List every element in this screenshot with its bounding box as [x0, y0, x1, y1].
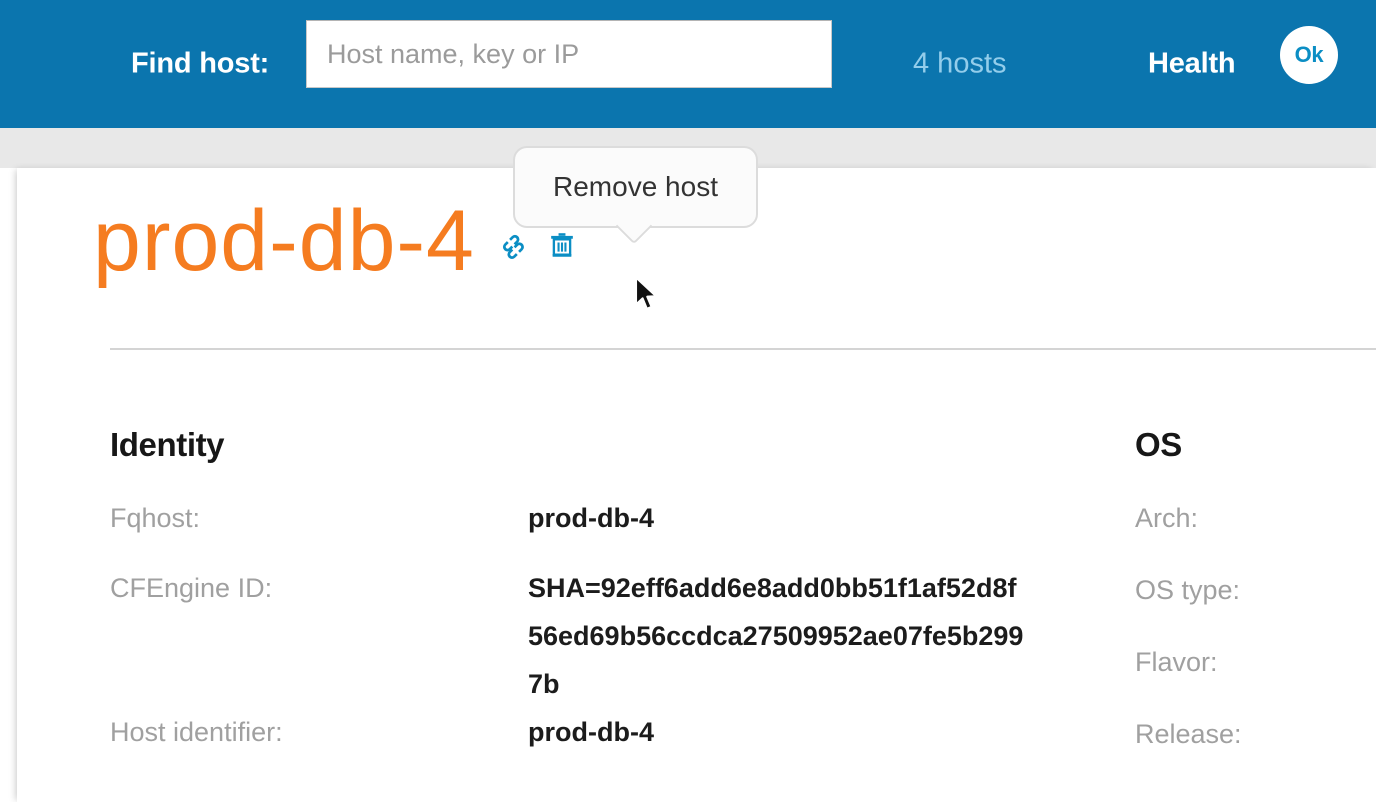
detail-label: CFEngine ID:: [110, 573, 273, 603]
detail-row: Fqhost: prod-db-4: [110, 494, 1110, 542]
os-heading: OS: [1135, 426, 1182, 463]
detail-row: CFEngine ID: SHA=92eff6add6e8add0bb51f1a…: [110, 564, 1110, 699]
find-host-label: Find host:: [131, 47, 270, 80]
detail-row: Host identifier: prod-db-4: [110, 708, 1110, 756]
identity-heading: Identity: [110, 426, 225, 463]
top-navigation-bar: Find host: 4 hosts Health Ok: [0, 0, 1376, 128]
title-action-icons: [499, 231, 577, 261]
detail-row: Flavor:: [1135, 638, 1376, 686]
detail-label: Flavor:: [1135, 647, 1218, 677]
health-label: Health: [1148, 47, 1236, 80]
title-row: prod-db-4: [93, 198, 577, 284]
detail-row: Release:: [1135, 710, 1376, 758]
title-divider: [110, 348, 1376, 350]
trash-icon[interactable]: [547, 231, 577, 261]
search-input[interactable]: [306, 20, 832, 88]
detail-label: OS type:: [1135, 575, 1241, 605]
detail-label: Fqhost:: [110, 503, 201, 533]
detail-label: Host identifier:: [110, 717, 283, 747]
health-status-badge[interactable]: Ok: [1280, 26, 1338, 84]
detail-value: prod-db-4: [528, 717, 654, 747]
link-icon[interactable]: [499, 231, 529, 261]
detail-row: OS type:: [1135, 566, 1376, 614]
detail-value: prod-db-4: [528, 503, 654, 533]
detail-label: Arch:: [1135, 503, 1199, 533]
detail-row: Arch:: [1135, 494, 1376, 542]
host-detail-card: prod-db-4: [17, 168, 1376, 802]
os-section: OS Arch: OS type: Flavor: Release:: [1135, 426, 1376, 782]
detail-label: Release:: [1135, 719, 1242, 749]
identity-section: Identity Fqhost: prod-db-4 CFEngine ID: …: [110, 426, 1110, 778]
hosts-count-label[interactable]: 4 hosts: [913, 47, 1007, 80]
tooltip-text: Remove host: [553, 171, 718, 202]
page-title: prod-db-4: [93, 193, 475, 289]
remove-host-tooltip: Remove host: [513, 146, 758, 228]
detail-value: SHA=92eff6add6e8add0bb51f1af52d8f56ed69b…: [528, 573, 1024, 699]
